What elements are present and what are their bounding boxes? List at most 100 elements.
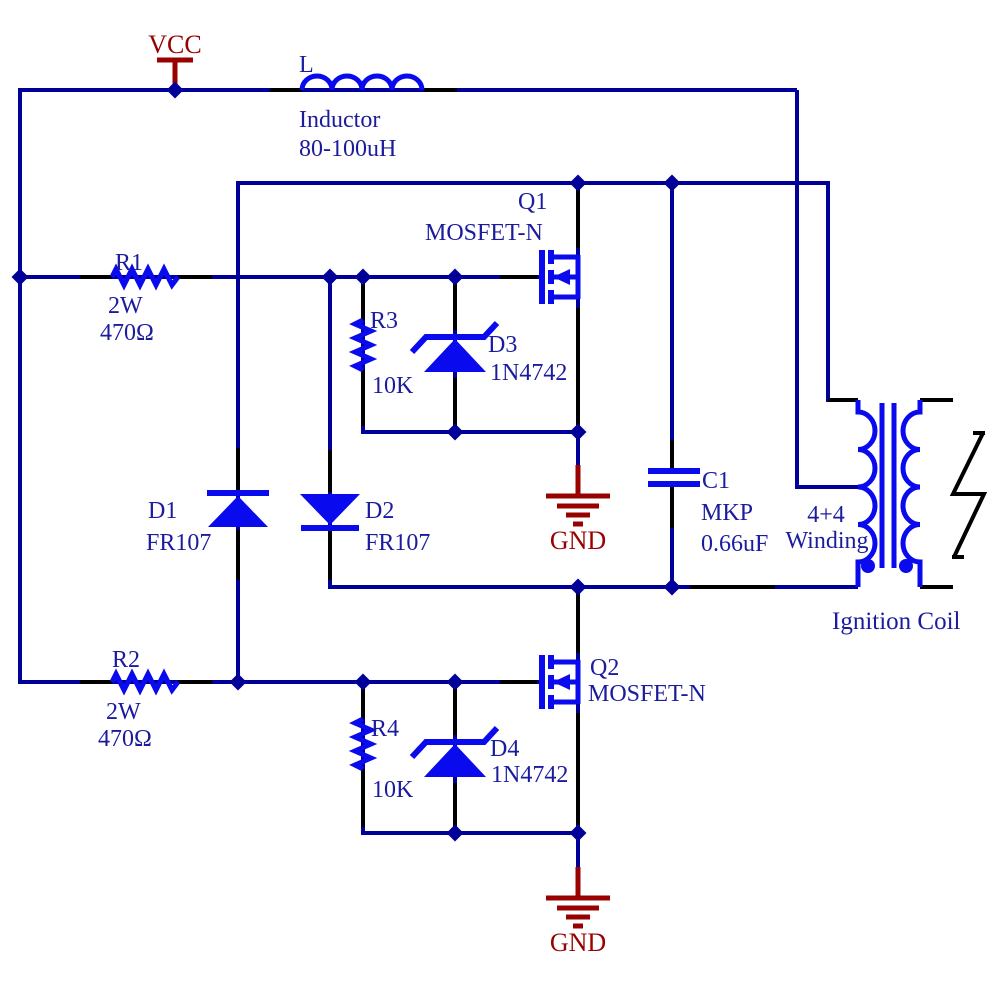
junction-dot [229, 673, 247, 691]
d3-zener-bar-icon [409, 320, 500, 355]
secondary-phase-dot-icon [899, 559, 913, 573]
d3-ref: D3 [488, 332, 517, 358]
wire-top-left-loop [18, 88, 797, 684]
c1-value: 0.66uF [701, 531, 768, 557]
d1-value: FR107 [146, 530, 211, 556]
r3-zigzag-icon [348, 317, 378, 373]
inductor-l: L Inductor 80-100uH [299, 52, 425, 162]
c1-type: MKP [701, 500, 753, 526]
gnd-symbol-top: GND [546, 465, 610, 555]
junction-dot [11, 268, 29, 286]
gnd1-label: GND [550, 526, 606, 555]
c1-plates-icon [648, 468, 700, 487]
d1-ref: D1 [148, 498, 177, 524]
q1-leads [500, 190, 580, 425]
vcc-symbol: VCC [148, 30, 202, 90]
ignition-coil-label: Ignition Coil [832, 608, 961, 635]
wire-r3-column-bottom-rail [361, 277, 578, 434]
r1-value: 470Ω [100, 320, 154, 346]
r4-ref: R4 [371, 716, 399, 742]
d2-value: FR107 [365, 530, 430, 556]
junction-dot [663, 174, 681, 192]
q1-ref: Q1 [518, 189, 547, 215]
diode-d1: D1 FR107 [146, 490, 269, 556]
junction-dot [321, 268, 339, 286]
junction-dot [569, 174, 587, 192]
junction-dot [446, 673, 464, 691]
r4-value: 10K [372, 777, 414, 803]
d4-triangle-icon [424, 744, 486, 777]
d4-value: 1N4742 [491, 762, 568, 788]
winding-ratio-label: 4+4 [807, 502, 845, 528]
q2-arrow-icon [553, 674, 570, 690]
r4-zigzag-icon [348, 716, 378, 772]
resistor-r2: R2 2W 470Ω [98, 647, 180, 752]
gnd1-bars-icon [546, 493, 610, 527]
inductor-coil-icon [299, 73, 425, 91]
zener-d4: D4 1N4742 [409, 725, 568, 788]
spark-bolt-caps-icon [952, 431, 985, 559]
junction-dot [354, 673, 372, 691]
wire-r4-column-bottom-rail [361, 682, 578, 835]
component-leads [80, 88, 953, 827]
wire-d2-column-mid-rail [328, 277, 858, 589]
junction-dot [446, 824, 464, 842]
mosfet-q2: Q2 MOSFET-N [539, 655, 706, 709]
secondary-winding-icon [900, 400, 923, 587]
q2-leads [500, 593, 580, 825]
winding-word-label: Winding [785, 528, 868, 554]
d3-value: 1N4742 [490, 360, 567, 386]
primary-winding-icon [855, 400, 878, 587]
inductor-value: 80-100uH [299, 136, 396, 162]
r2-rating: 2W [106, 699, 141, 725]
r2-ref: R2 [112, 647, 140, 673]
r1-rating: 2W [108, 293, 143, 319]
junction-dot [446, 423, 464, 441]
spark-bolt-icon [949, 432, 988, 558]
resistor-r3: R3 10K [348, 308, 414, 399]
junction-dot [569, 423, 587, 441]
resistor-r1: R1 2W 470Ω [100, 250, 180, 346]
r3-ref: R3 [370, 308, 398, 334]
inductor-name: Inductor [299, 107, 380, 133]
vcc-label: VCC [148, 30, 201, 59]
r2-zigzag-icon [109, 668, 180, 696]
junction-dot [446, 268, 464, 286]
q2-ref: Q2 [590, 655, 619, 681]
junction-dot [569, 824, 587, 842]
junction-dot [166, 81, 184, 99]
d4-zener-bar-icon [409, 725, 500, 760]
mosfet-q1: Q1 MOSFET-N [425, 189, 581, 304]
junction-dot [663, 578, 681, 596]
c1-ref: C1 [702, 468, 730, 494]
zener-d3: D3 1N4742 [409, 320, 567, 386]
d2-ref: D2 [365, 498, 394, 524]
core-lines-icon [879, 403, 897, 568]
r1-zigzag-icon [109, 263, 180, 291]
junction-dot [354, 268, 372, 286]
transformer-leads [690, 398, 953, 589]
resistor-r4: R4 10K [348, 716, 414, 803]
d1-triangle-icon [208, 496, 268, 527]
gnd-symbol-bottom: GND [546, 867, 610, 957]
junction-dot [569, 578, 587, 596]
inductor-ref: L [299, 52, 314, 78]
q1-type: MOSFET-N [425, 220, 543, 246]
ignition-coil-transformer: 4+4 Winding Ignition Coil [785, 400, 961, 635]
capacitor-c1: C1 MKP 0.66uF [648, 468, 768, 557]
wire-vcc-feed-right [795, 90, 858, 489]
q2-type: MOSFET-N [588, 681, 706, 707]
gnd2-label: GND [550, 928, 606, 957]
d2-triangle-icon [300, 494, 360, 525]
r1-ref: R1 [115, 250, 143, 276]
r2-value: 470Ω [98, 726, 152, 752]
primary-phase-dot-icon [861, 559, 875, 573]
r3-value: 10K [372, 373, 414, 399]
diode-d2: D2 FR107 [300, 494, 430, 556]
d3-triangle-icon [424, 339, 486, 372]
spark-gap [949, 431, 988, 559]
d4-ref: D4 [490, 736, 519, 762]
gnd2-bars-icon [546, 895, 610, 929]
